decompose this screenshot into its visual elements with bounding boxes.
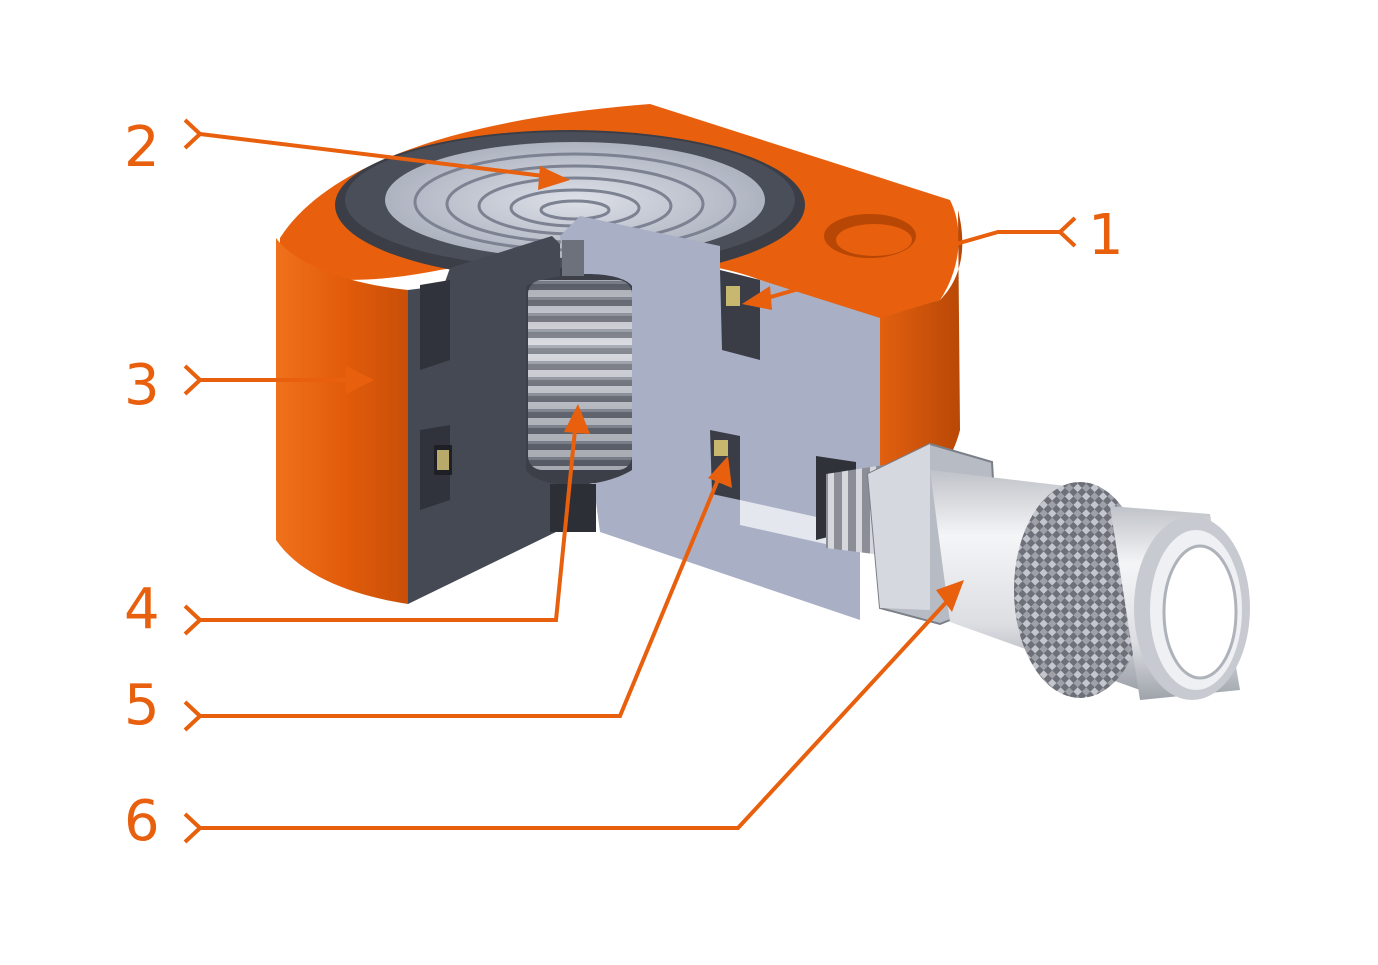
- callout-3: 3: [124, 353, 160, 418]
- leader-lines: [183, 118, 1077, 844]
- body-left-wall: [276, 238, 408, 604]
- leader-line-4: [183, 604, 203, 636]
- spring-bolt: [550, 484, 596, 532]
- cylinder-body: [276, 104, 963, 620]
- leader-line-2: [183, 118, 203, 150]
- leader-line-6: [183, 812, 203, 844]
- arrow-head-6: [936, 580, 964, 612]
- leader-line-1: [1057, 216, 1077, 248]
- piston-seal-upper: [726, 286, 740, 306]
- callout-1: 1: [1088, 203, 1124, 268]
- arrow-heads: [346, 166, 964, 612]
- leader-line-5: [183, 700, 203, 732]
- callout-6: 6: [124, 789, 160, 854]
- oil-passage: [740, 500, 830, 545]
- arrow-head-4: [564, 404, 590, 434]
- body-right-wall: [880, 210, 963, 520]
- leader-line-3: [183, 364, 203, 396]
- arrow-head-1: [742, 286, 772, 310]
- arrow-head-3: [346, 366, 374, 394]
- arrow-head-5: [708, 456, 732, 488]
- knurled-collar: [1014, 482, 1146, 698]
- coupler-assembly: [826, 442, 1250, 700]
- callout-4: 4: [124, 577, 160, 642]
- callout-numbers: 1 2 3 4 5 6: [124, 115, 1124, 854]
- piston-seal-lower: [714, 440, 728, 456]
- callout-5: 5: [124, 673, 160, 738]
- callout-2: 2: [124, 115, 160, 180]
- arrow-head-2: [538, 166, 570, 190]
